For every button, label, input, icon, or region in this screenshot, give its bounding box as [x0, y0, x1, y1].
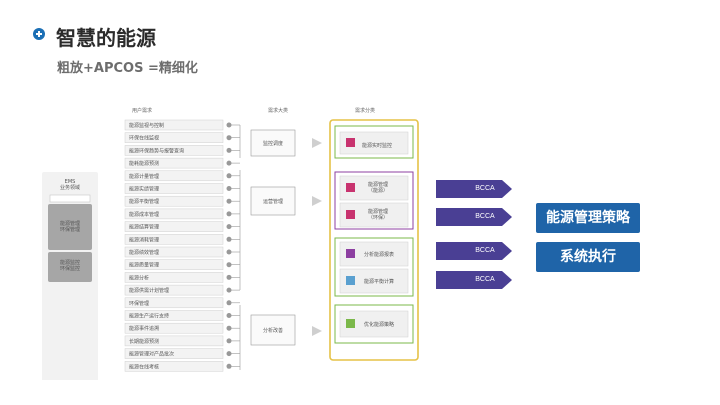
user-need-label: 能源监视与控制 [129, 122, 164, 129]
user-need-label: 能源管理对产品批次 [129, 351, 174, 358]
user-need-label: 能源成本管理 [129, 211, 159, 218]
page-title: 智慧的能源 [56, 26, 156, 50]
bcca-label-1: BCCA [475, 185, 495, 192]
user-need-row [124, 310, 224, 321]
user-need-label: 能源分析 [129, 274, 149, 281]
connector-dot [226, 147, 232, 153]
connector-dot [226, 262, 232, 268]
user-need-row [124, 221, 224, 232]
connector-dot [226, 211, 232, 217]
connector-dot [226, 313, 232, 318]
page-subtitle: 粗放+APCOS =精细化 [57, 61, 198, 76]
connector-dot [226, 173, 232, 179]
bcca-arrow-3 [436, 242, 512, 260]
user-need-row [124, 272, 224, 283]
user-need-row [124, 195, 224, 207]
user-need-row [124, 208, 224, 220]
header-demand-large: 需求大类 [268, 107, 288, 114]
user-need-label: 能源实绩管理 [129, 186, 159, 193]
user-need-row [124, 348, 224, 359]
user-need-row [124, 284, 224, 296]
connector-dot [226, 363, 232, 369]
user-need-label: 能源质量管理 [129, 262, 159, 269]
user-need-label: 能源结算管理 [129, 224, 159, 231]
demand-split-3: 能源管理（环保） [368, 208, 388, 221]
bcca-arrow-2 [436, 208, 512, 226]
user-need-label: 能源供需计划管理 [129, 287, 169, 294]
user-need-label: 环保管理 [129, 300, 149, 307]
connector-dot [226, 325, 232, 331]
user-need-label: 能源环保趋势与报警查询 [129, 147, 184, 154]
demand-split-2: 能源管理（能源） [368, 181, 388, 194]
demand-split-1: 能源实时监控 [362, 142, 392, 149]
user-need-label: 长期能源预测 [129, 338, 159, 345]
connector-dot [226, 135, 232, 141]
bcca-label-3: BCCA [475, 247, 495, 254]
user-need-row [124, 335, 224, 347]
connector-dot [226, 122, 232, 128]
demand-large-list: 监控调度 运营管理 分析改善 [250, 129, 296, 346]
connector-dot [226, 236, 232, 242]
user-need-row [124, 246, 224, 258]
user-need-label: 能源消耗管理 [129, 236, 159, 243]
demand-large-monitor: 监控调度 [263, 140, 283, 147]
user-need-row [124, 145, 224, 156]
header-user-needs: 用户需求 [132, 107, 152, 114]
bcca-arrow-4 [436, 271, 512, 289]
connector-dot [226, 249, 232, 255]
user-need-row [124, 322, 224, 334]
user-need-row [124, 157, 224, 169]
header-demand-split: 需求分类 [355, 107, 375, 114]
connector-dot [226, 224, 232, 230]
demand-large-analysis: 分析改善 [263, 327, 283, 334]
connector-dot [226, 287, 232, 293]
bcca-arrows [436, 180, 512, 289]
user-need-label: 能源生产运行支持 [129, 313, 169, 320]
connector-dot [226, 338, 232, 344]
connector-dot [226, 160, 232, 166]
demand-split-5: 能源平衡计算 [364, 278, 394, 285]
connector-dot [226, 198, 232, 204]
plus-circle-icon [33, 28, 45, 40]
system-execution-box: 系统执行 [536, 242, 640, 272]
user-need-row [124, 234, 224, 245]
user-need-row [124, 361, 224, 372]
user-need-label: 能源在线考核 [129, 363, 159, 370]
user-need-row [124, 119, 224, 131]
bcca-label-4: BCCA [475, 276, 495, 283]
demand-split-6: 优化能源策略 [364, 321, 394, 328]
user-need-row [124, 297, 224, 309]
demand-large-operation: 运营管理 [263, 198, 283, 205]
demand-split-4: 分析能源报表 [364, 251, 394, 258]
user-need-label: 能源绩效管理 [129, 249, 159, 256]
user-need-row [124, 183, 224, 194]
user-need-row [124, 259, 224, 270]
energy-strategy-box: 能源管理策略 [536, 203, 640, 233]
user-need-label: 能源计量管理 [129, 173, 159, 180]
connector-dot [226, 186, 232, 191]
user-need-row [124, 132, 224, 143]
connector-dot [226, 351, 232, 357]
bcca-label-2: BCCA [475, 213, 495, 220]
user-need-label: 能源事件追溯 [129, 325, 159, 332]
user-need-label: 能耗能源预测 [129, 160, 159, 167]
user-needs-list: 能源监视与控制环保在线监视能源环保趋势与报警查询能耗能源预测能源计量管理能源实绩… [124, 119, 241, 372]
connector-dot [226, 300, 232, 306]
bcca-arrow-1 [436, 180, 512, 198]
left-block-2: 能源监控环保监控 [60, 259, 80, 272]
user-need-label: 环保在线监视 [129, 135, 159, 142]
user-need-row [124, 170, 224, 182]
connector-dot [226, 274, 232, 280]
left-block-1: 能源管理环保管理 [60, 220, 80, 233]
user-need-label: 能源平衡管理 [129, 198, 159, 205]
